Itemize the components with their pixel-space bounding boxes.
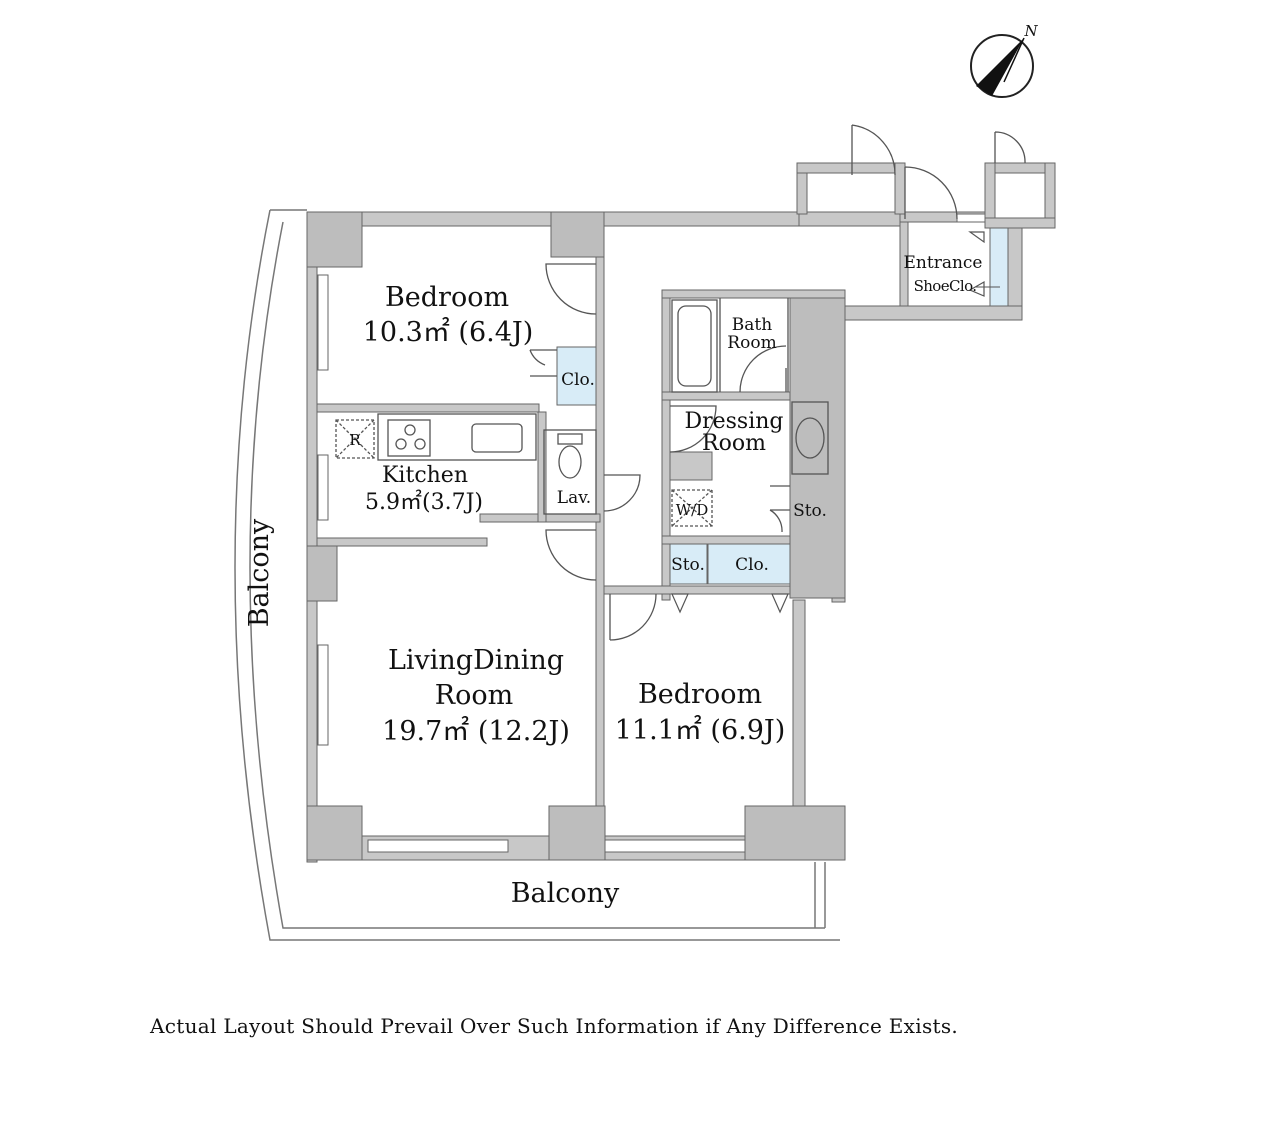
storage-1-label: Sto. xyxy=(793,501,827,521)
kitchen-counter xyxy=(377,413,537,461)
bath-name-2: Room xyxy=(727,333,776,353)
fridge-label: R xyxy=(349,431,361,449)
fridge-box xyxy=(335,419,375,459)
washer-box xyxy=(671,489,713,527)
bathtub xyxy=(671,299,718,393)
kitchen-name: Kitchen xyxy=(382,463,468,488)
north-arrow-icon xyxy=(976,38,1024,96)
bedroom-1-name: Bedroom xyxy=(385,282,509,313)
closet-1-label: Clo. xyxy=(561,370,595,390)
balcony-west-label: Balcony xyxy=(244,518,275,627)
stove xyxy=(387,419,431,457)
shoe-closet-fill xyxy=(989,227,1009,307)
columns xyxy=(306,211,846,861)
bedroom-2-name: Bedroom xyxy=(638,679,762,710)
disclaimer-text: Actual Layout Should Prevail Over Such I… xyxy=(150,1014,959,1038)
kitchen-area: 5.9㎡(3.7J) xyxy=(365,489,483,515)
living-dining-name-2: Room xyxy=(435,680,513,711)
closet-door-markers xyxy=(671,231,985,614)
toilet xyxy=(543,429,597,515)
doors xyxy=(529,124,1026,641)
kitchen-fixtures xyxy=(335,413,537,461)
dressing-fixtures xyxy=(671,401,829,527)
bath-name-1: Bath xyxy=(732,315,772,335)
balcony-outline xyxy=(234,209,840,941)
living-dining-area: 19.7㎡ (12.2J) xyxy=(382,716,570,747)
balcony-south-label: Balcony xyxy=(511,878,620,909)
washer-label: W/D xyxy=(676,501,709,519)
entrance-name: Entrance xyxy=(904,253,983,273)
dressing-name-2: Room xyxy=(702,431,766,456)
compass-ring-icon xyxy=(970,34,1034,98)
bedroom-1-area: 10.3㎡ (6.4J) xyxy=(363,317,534,348)
sink xyxy=(471,423,523,453)
bath-fixtures xyxy=(671,298,789,393)
closet-2-label: Clo. xyxy=(735,555,769,575)
windows xyxy=(317,213,986,853)
dressing-name-1: Dressing xyxy=(684,409,783,434)
shoe-closet-label: ShoeClo. xyxy=(914,277,977,295)
storage-2-label: Sto. xyxy=(671,555,705,575)
north-label: N xyxy=(1023,22,1038,40)
closet-1-fill xyxy=(556,346,600,406)
bedroom-2-area: 11.1㎡ (6.9J) xyxy=(615,715,786,746)
compass: N xyxy=(970,22,1038,98)
living-dining-name-1: LivingDining xyxy=(388,645,564,676)
lavatory-label: Lav. xyxy=(557,488,591,508)
vanity xyxy=(791,401,829,475)
